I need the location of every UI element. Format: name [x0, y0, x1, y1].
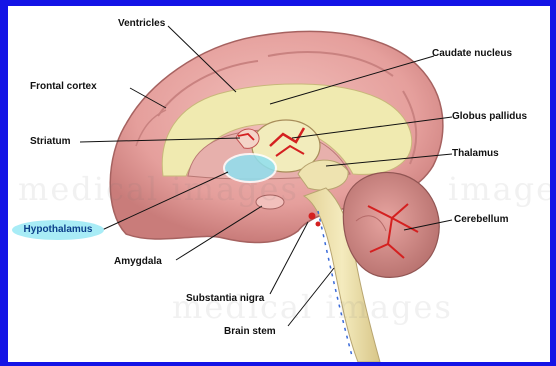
label-striatum: Striatum	[30, 136, 71, 148]
diagram-frame: medical images medical images images Ven…	[8, 6, 550, 362]
label-cerebellum: Cerebellum	[454, 214, 508, 226]
label-frontal-cortex: Frontal cortex	[30, 81, 97, 93]
label-brain-stem: Brain stem	[224, 326, 276, 338]
hypothalamus-badge: Hypothalamus	[12, 220, 104, 240]
label-amygdala: Amygdala	[114, 256, 162, 268]
label-caudate-nucleus: Caudate nucleus	[432, 48, 512, 60]
watermark-text: medical images	[18, 170, 299, 208]
label-thalamus: Thalamus	[452, 148, 499, 160]
label-globus-pallidus: Globus pallidus	[452, 111, 527, 123]
label-hypothalamus: Hypothalamus	[12, 224, 104, 236]
label-ventricles: Ventricles	[118, 18, 165, 30]
label-substantia-nigra: Substantia nigra	[186, 293, 264, 305]
watermark-text: images	[448, 170, 550, 208]
